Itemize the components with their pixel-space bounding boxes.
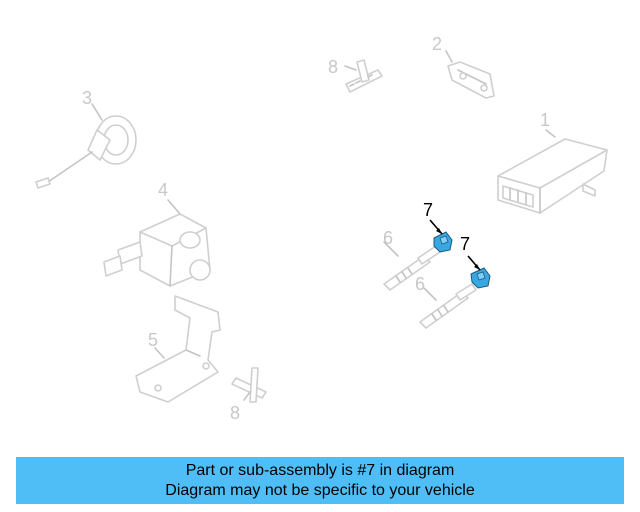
callout-1: 1 bbox=[540, 110, 550, 130]
callout-7-lower: 7 bbox=[460, 234, 470, 254]
callout-6-lower: 6 bbox=[415, 274, 425, 294]
part-6-sensor-upper[interactable] bbox=[383, 241, 441, 291]
part-8-connector-top[interactable] bbox=[344, 59, 383, 93]
part-5-mounting-bracket[interactable] bbox=[135, 295, 221, 403]
callout-8-bottom: 8 bbox=[230, 403, 240, 423]
part-3-vacuum-actuator[interactable] bbox=[35, 103, 137, 189]
callout-6-upper: 6 bbox=[383, 228, 393, 248]
banner-line-disclaimer: Diagram may not be specific to your vehi… bbox=[165, 482, 475, 499]
callout-7-upper: 7 bbox=[423, 200, 433, 220]
part-2-bracket[interactable] bbox=[445, 50, 495, 99]
callout-2: 2 bbox=[432, 34, 442, 54]
part-8-connector-bottom[interactable] bbox=[231, 367, 267, 403]
part-7-connector-upper[interactable] bbox=[429, 219, 453, 253]
part-1-control-module[interactable] bbox=[497, 129, 608, 214]
banner-line-part: Part or sub-assembly is #7 in diagram bbox=[185, 462, 455, 479]
callout-8-top: 8 bbox=[328, 57, 338, 77]
part-7-connector-lower[interactable] bbox=[467, 255, 491, 289]
info-banner: Part or sub-assembly is #7 in diagram Di… bbox=[16, 457, 624, 504]
part-6-sensor-lower[interactable] bbox=[419, 283, 477, 329]
callout-5: 5 bbox=[148, 330, 158, 350]
part-4-valve-assembly[interactable] bbox=[103, 199, 211, 287]
callout-3: 3 bbox=[82, 88, 92, 108]
callout-4: 4 bbox=[158, 180, 168, 200]
